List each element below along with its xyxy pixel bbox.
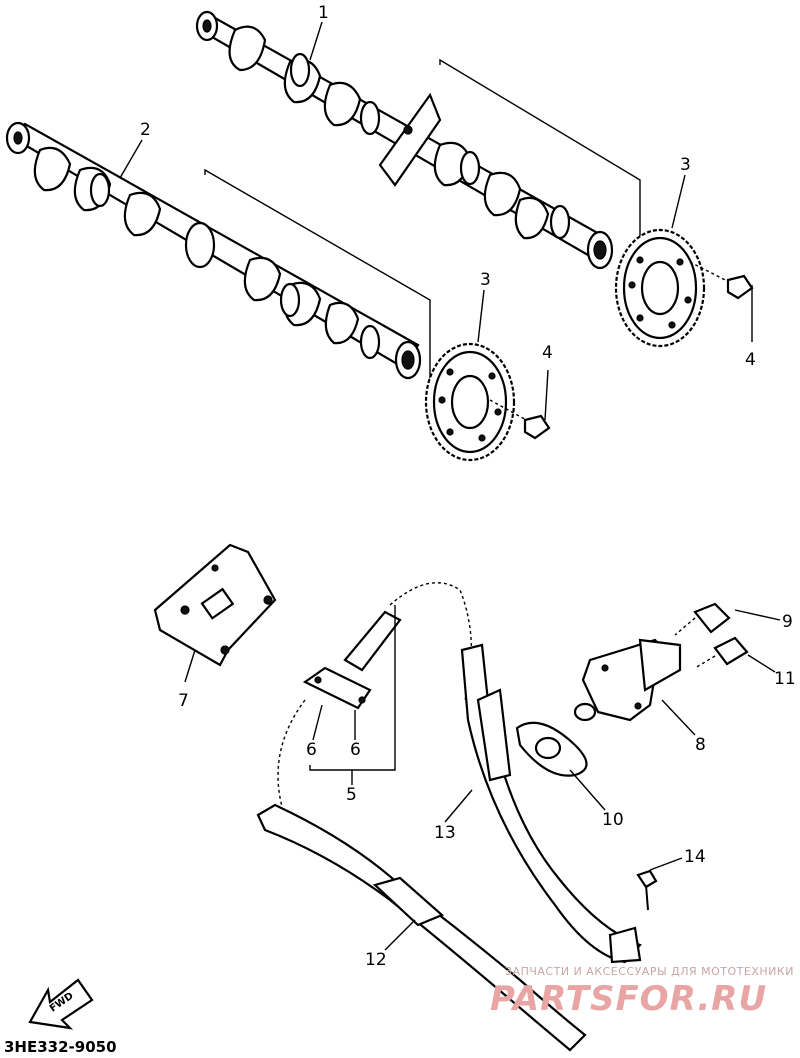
tensioner-bolt-11	[694, 636, 749, 669]
callout-13: 13	[434, 823, 456, 843]
callout-4-lower: 4	[542, 343, 553, 363]
camshaft-2	[5, 121, 422, 380]
chain-guide-12	[256, 803, 587, 1052]
diagram-code: 3HE332-9050	[4, 1038, 117, 1056]
callout-6-right: 6	[350, 740, 361, 760]
callout-7: 7	[178, 691, 189, 711]
callout-4-upper: 4	[745, 350, 756, 370]
callout-12: 12	[365, 950, 387, 970]
callout-5: 5	[346, 785, 357, 805]
watermark-caption: ЗАПЧАСТИ И АКСЕССУАРЫ ДЛЯ МОТОТЕХНИКИ	[505, 965, 794, 978]
callout-2: 2	[140, 120, 151, 140]
camshaft-1	[195, 10, 614, 270]
sprocket-bolt-upper	[689, 261, 754, 300]
callout-10: 10	[602, 810, 624, 830]
chain-tensioner	[573, 638, 682, 722]
callout-3-lower: 3	[480, 270, 491, 290]
guide-bolt-14	[636, 869, 658, 911]
tensioner-bolt-9	[674, 602, 731, 636]
watermark-brand: PARTSFOR.RU	[490, 979, 767, 1019]
callout-11: 11	[774, 669, 796, 689]
callout-8: 8	[695, 735, 706, 755]
fwd-direction-arrow: FWD	[28, 978, 94, 1030]
cam-sprocket-lower	[424, 342, 516, 462]
tensioner-gasket	[515, 721, 588, 777]
callout-14: 14	[684, 847, 706, 867]
callout-6-left: 6	[306, 740, 317, 760]
chain-guide-13	[460, 643, 642, 964]
cam-chain	[277, 582, 473, 831]
chain-links	[302, 610, 402, 710]
callout-9: 9	[782, 612, 793, 632]
cam-sprocket-upper	[614, 228, 706, 348]
callout-1: 1	[318, 3, 329, 23]
callout-3-upper: 3	[680, 155, 691, 175]
sprocket-bolt-lower	[489, 399, 551, 440]
chain-guide-bracket	[153, 543, 277, 667]
